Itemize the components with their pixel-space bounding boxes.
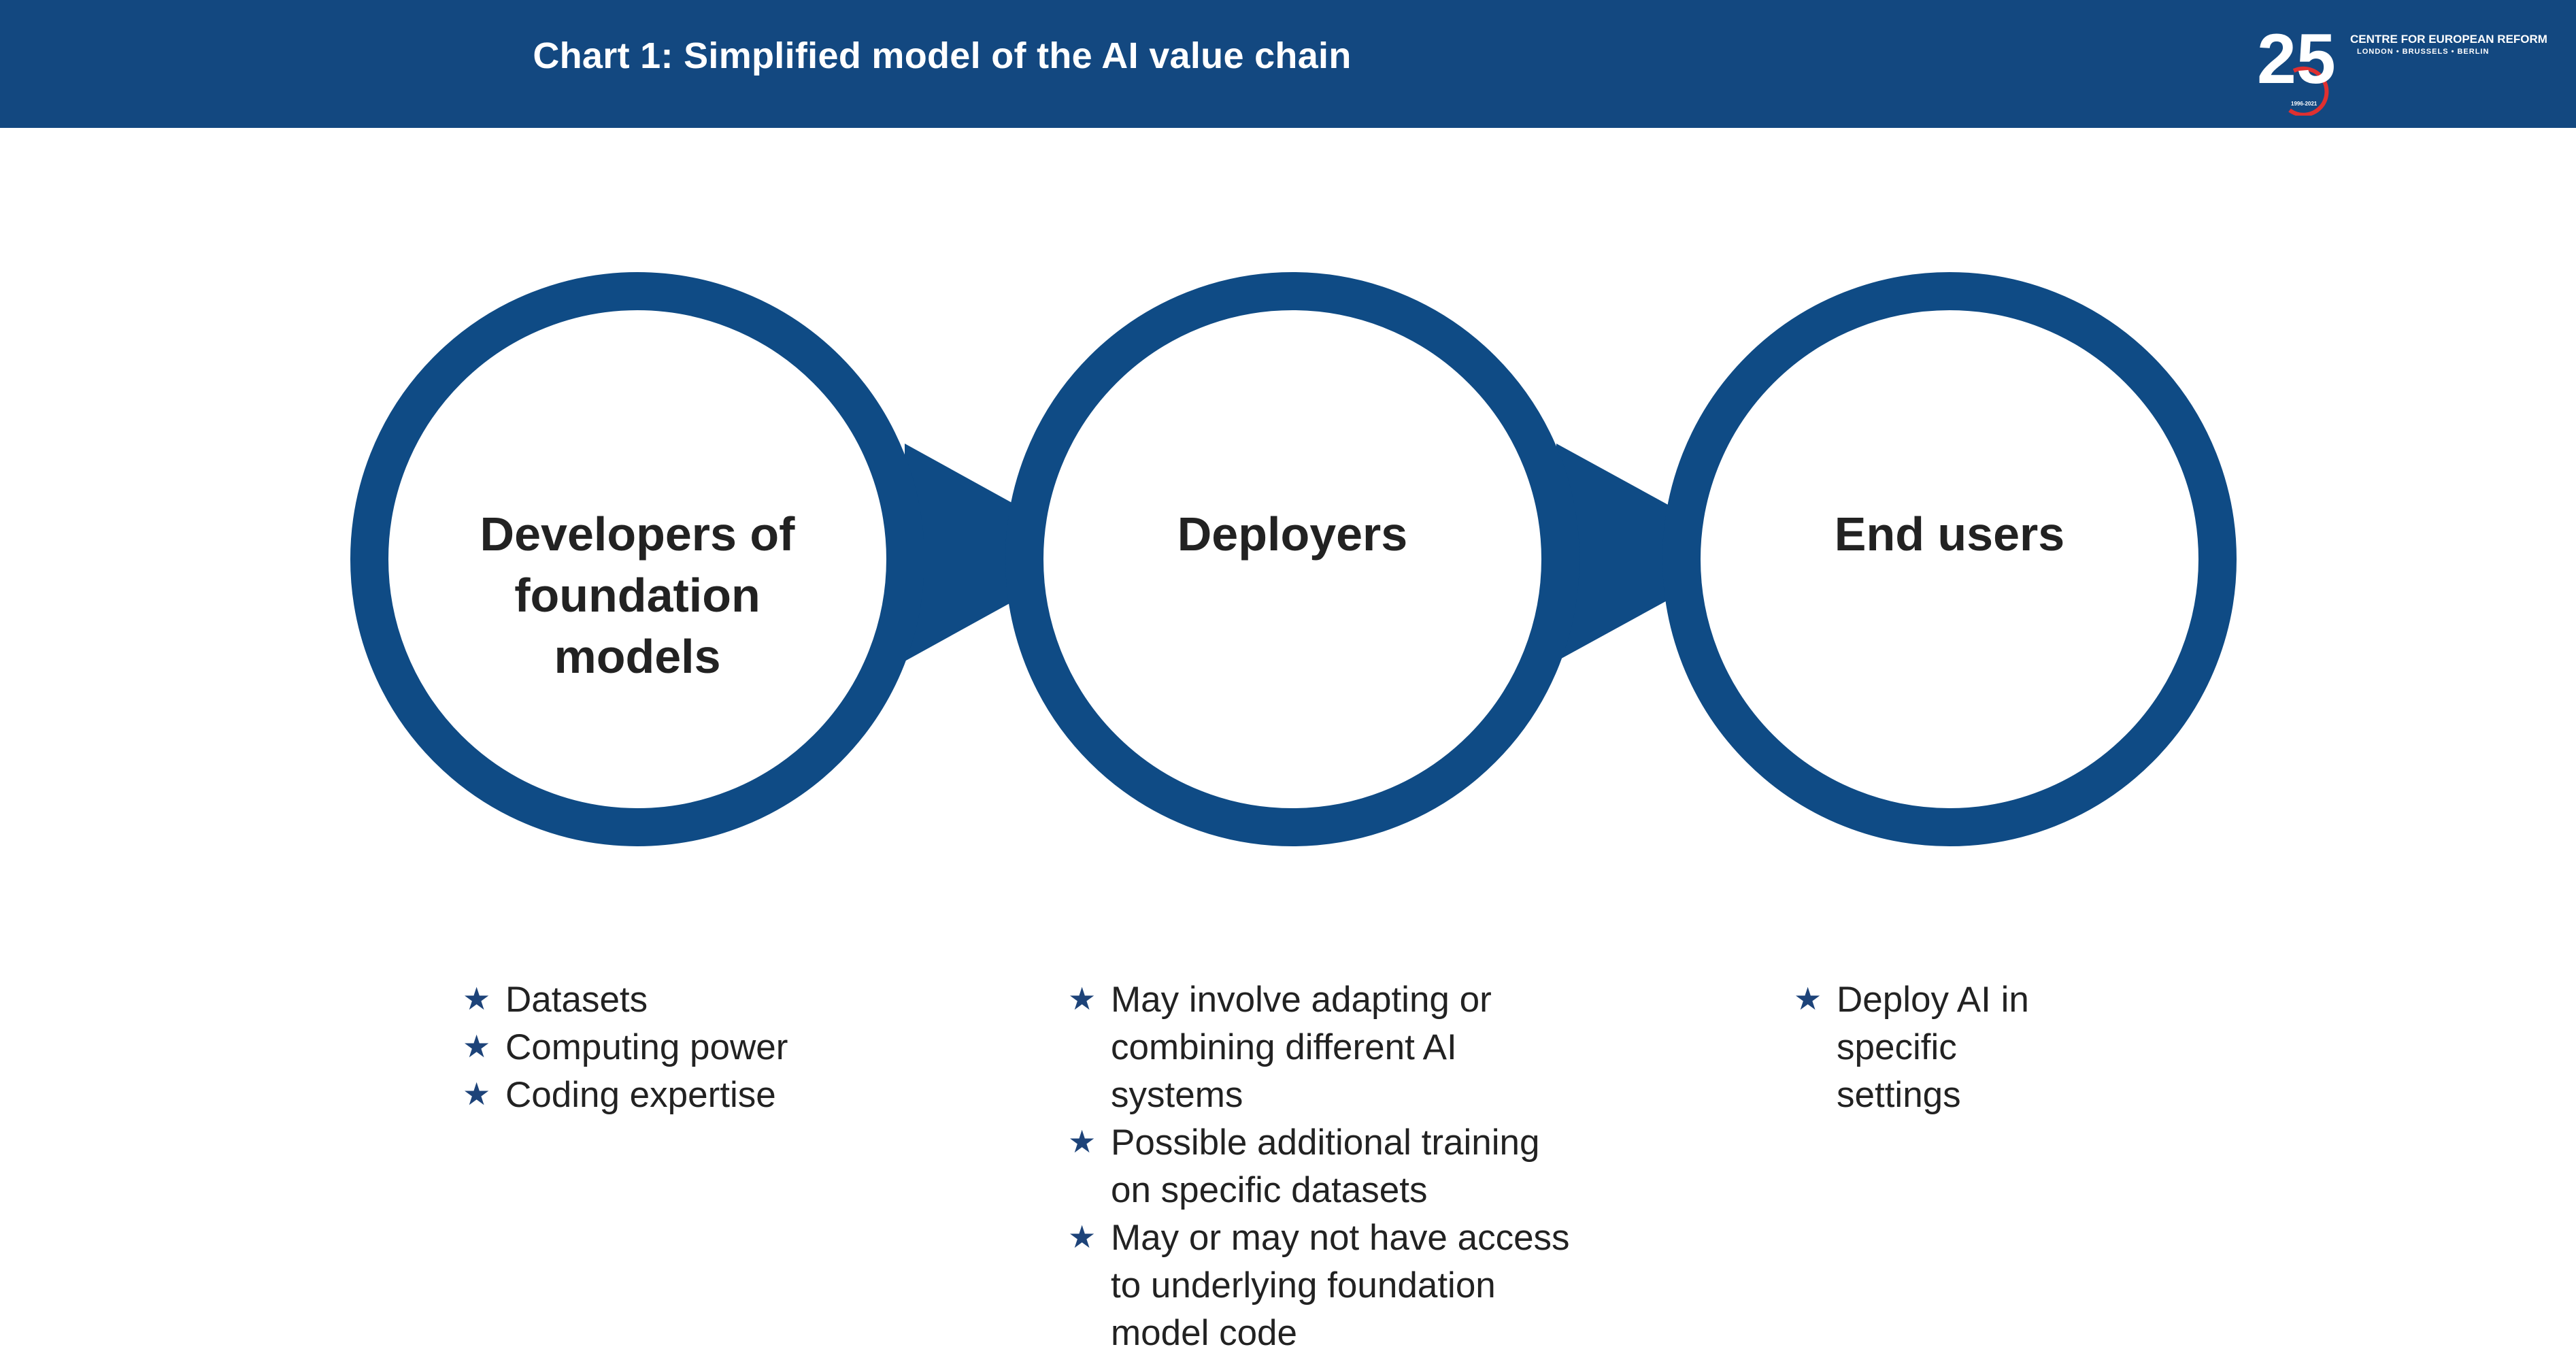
- ring-deployers: [1005, 272, 1579, 846]
- deployers-bullet-list: ★May involve adapting or combining diffe…: [1068, 976, 1571, 1357]
- chart-title: Chart 1: Simplified model of the AI valu…: [533, 35, 1352, 76]
- list-item: ★Coding expertise: [463, 1071, 898, 1119]
- cer-logo: 25 CENTRE FOR EUROPEAN REFORM LONDON • B…: [2252, 20, 2564, 116]
- stage-label-developers: Developers of foundation models: [480, 508, 795, 683]
- cer-25-logo-icon: [2288, 66, 2329, 116]
- star-icon: ★: [1068, 1124, 1097, 1159]
- list-item: ★May involve adapting or combining diffe…: [1068, 976, 1571, 1119]
- star-icon: ★: [463, 981, 491, 1016]
- arrow-developers-to-deployers: [905, 444, 1102, 661]
- header-banner: Chart 1: Simplified model of the AI valu…: [0, 0, 2576, 128]
- list-item: ★Datasets: [463, 976, 898, 1024]
- ring-end-users: [1662, 272, 2237, 846]
- logo-years: 1996-2021: [2291, 101, 2318, 107]
- end-users-bullet-list: ★Deploy AI in specific settings: [1794, 976, 2086, 1119]
- star-icon: ★: [463, 1029, 491, 1064]
- stage-label-end-users: End users: [1834, 508, 2065, 561]
- ring-developers: [350, 272, 924, 846]
- developers-bullet-list: ★Datasets ★Computing power ★Coding exper…: [463, 976, 898, 1119]
- logo-number: 25: [2257, 20, 2336, 99]
- star-icon: ★: [1068, 981, 1097, 1016]
- star-icon: ★: [1794, 981, 1822, 1016]
- list-item: ★Computing power: [463, 1024, 898, 1071]
- stage-label-deployers: Deployers: [1177, 508, 1408, 561]
- logo-organisation-name: CENTRE FOR EUROPEAN REFORM: [2350, 33, 2547, 46]
- arrow-deployers-to-end-users: [1556, 444, 1755, 661]
- star-icon: ★: [1068, 1219, 1097, 1254]
- logo-cities: LONDON • BRUSSELS • BERLIN: [2357, 48, 2490, 56]
- list-item: ★Deploy AI in specific settings: [1794, 976, 2086, 1119]
- list-item: ★May or may not have access to underlyin…: [1068, 1214, 1571, 1357]
- list-item: ★Possible additional training on specifi…: [1068, 1119, 1571, 1214]
- star-icon: ★: [463, 1076, 491, 1112]
